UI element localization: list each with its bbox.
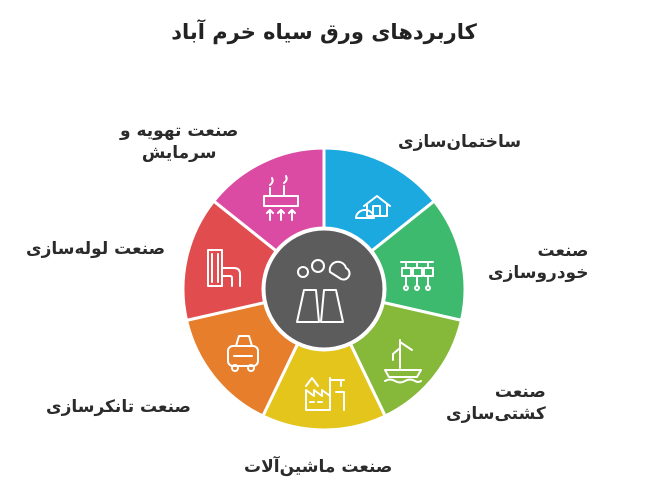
label-tanker: صنعت تانکرسازی	[46, 397, 191, 417]
label-building: ساختمان‌سازی	[398, 132, 522, 152]
pipes-icon	[207, 249, 241, 287]
label-automotive: صنعت خودروسازی	[488, 241, 589, 283]
factory-machinery-icon	[305, 377, 345, 411]
smokestacks-icon	[296, 259, 351, 323]
label-machinery: صنعت ماشین‌آلات	[244, 457, 393, 477]
tanker-truck-icon	[227, 335, 259, 372]
diagram-title: کاربردهای ورق سیاه خرم آباد	[171, 20, 477, 44]
label-pipe: صنعت لوله‌سازی	[26, 239, 166, 259]
label-hvac: صنعت تهویه و سرمایش	[120, 121, 239, 163]
label-shipbuilding: صنعت کشتی‌سازی	[446, 382, 546, 424]
ventilation-icon	[263, 175, 299, 221]
ship-crane-icon	[384, 339, 422, 384]
car-assembly-icon	[400, 261, 434, 291]
house-icon	[355, 195, 391, 219]
